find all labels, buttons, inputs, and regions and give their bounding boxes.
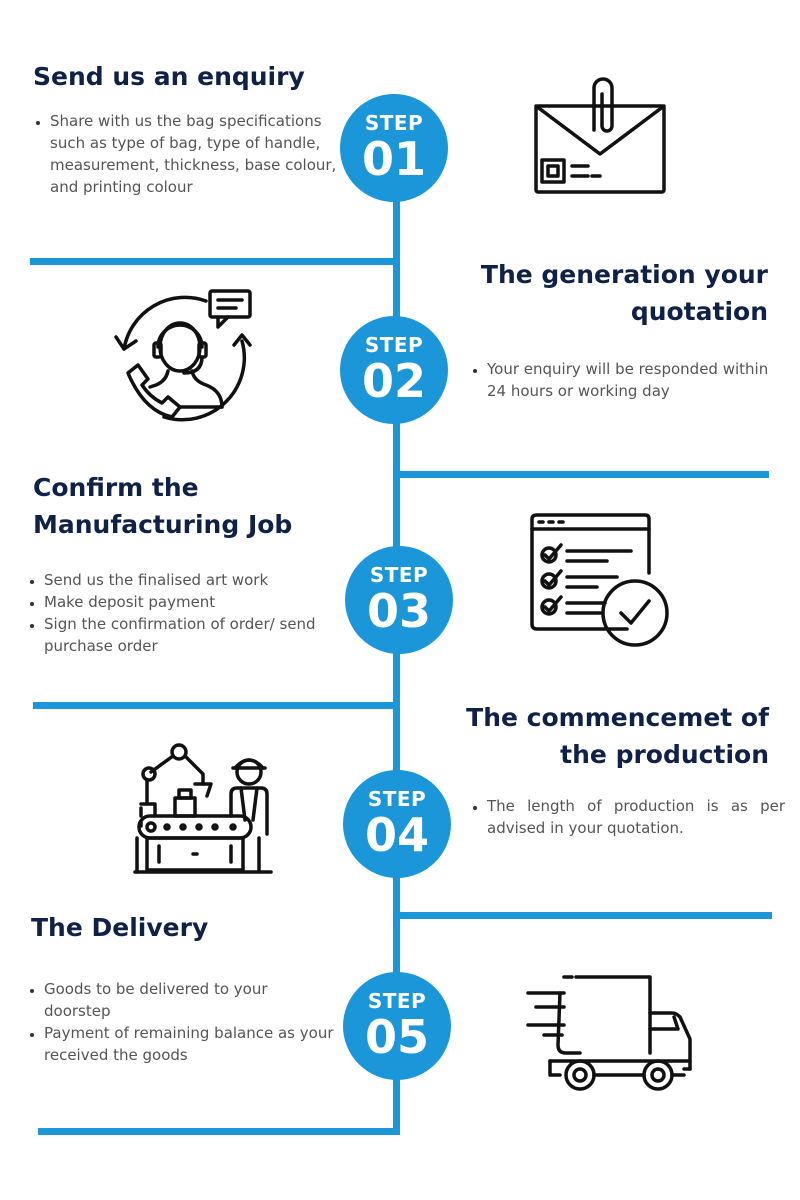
step-2-title: The generation your quotation — [480, 260, 768, 326]
list-item: Share with us the bag specifications suc… — [50, 110, 350, 198]
list-item: Payment of remaining balance as your rec… — [44, 1022, 334, 1066]
step-1-title: Send us an enquiry — [33, 62, 305, 91]
step-number: 02 — [361, 354, 426, 408]
customer-support-icon — [110, 287, 260, 432]
step-1-points: Share with us the bag specifications suc… — [31, 110, 350, 198]
list-item: Send us the finalised art work — [44, 569, 344, 591]
step-number: 03 — [366, 584, 431, 638]
step-3-badge: STEP 03 — [345, 546, 453, 654]
timeline-horizontal-line — [33, 702, 400, 709]
step-number: 05 — [364, 1010, 429, 1064]
step-label: STEP — [364, 333, 424, 357]
step-4-badge: STEP 04 — [343, 770, 451, 878]
step-5-points: Goods to be delivered to your doorstep P… — [25, 978, 334, 1066]
step-4-points: The length of production is as per advis… — [468, 795, 785, 839]
step-3-title: Confirm the Manufacturing Job — [33, 473, 293, 539]
step-4-title: The commencemet of the production — [466, 703, 769, 769]
factory-production-icon — [133, 742, 273, 878]
step-label: STEP — [369, 563, 429, 587]
timeline-horizontal-line — [393, 471, 769, 478]
list-item: Goods to be delivered to your doorstep — [44, 978, 334, 1022]
step-3-points: Send us the finalised art work Make depo… — [25, 569, 344, 657]
step-number: 04 — [364, 808, 429, 862]
step-label: STEP — [364, 111, 424, 135]
step-label: STEP — [367, 989, 427, 1013]
step-5-badge: STEP 05 — [343, 972, 451, 1080]
step-2-badge: STEP 02 — [340, 316, 448, 424]
checklist-icon — [527, 511, 675, 651]
timeline-vertical-line — [393, 190, 400, 262]
list-item: Sign the confirmation of order/ send pur… — [44, 613, 344, 657]
list-item: The length of production is as per advis… — [487, 795, 785, 839]
timeline-horizontal-line — [38, 1128, 400, 1135]
delivery-truck-icon — [524, 973, 696, 1097]
list-item: Your enquiry will be responded within 24… — [487, 358, 792, 402]
timeline-horizontal-line — [30, 258, 400, 265]
timeline-horizontal-line — [393, 912, 772, 919]
list-item: Make deposit payment — [44, 591, 344, 613]
step-5-title: The Delivery — [31, 913, 209, 942]
step-1-badge: STEP 01 — [340, 94, 448, 202]
envelope-icon — [528, 74, 670, 198]
step-label: STEP — [367, 787, 427, 811]
step-2-points: Your enquiry will be responded within 24… — [468, 358, 792, 402]
step-number: 01 — [361, 132, 426, 186]
